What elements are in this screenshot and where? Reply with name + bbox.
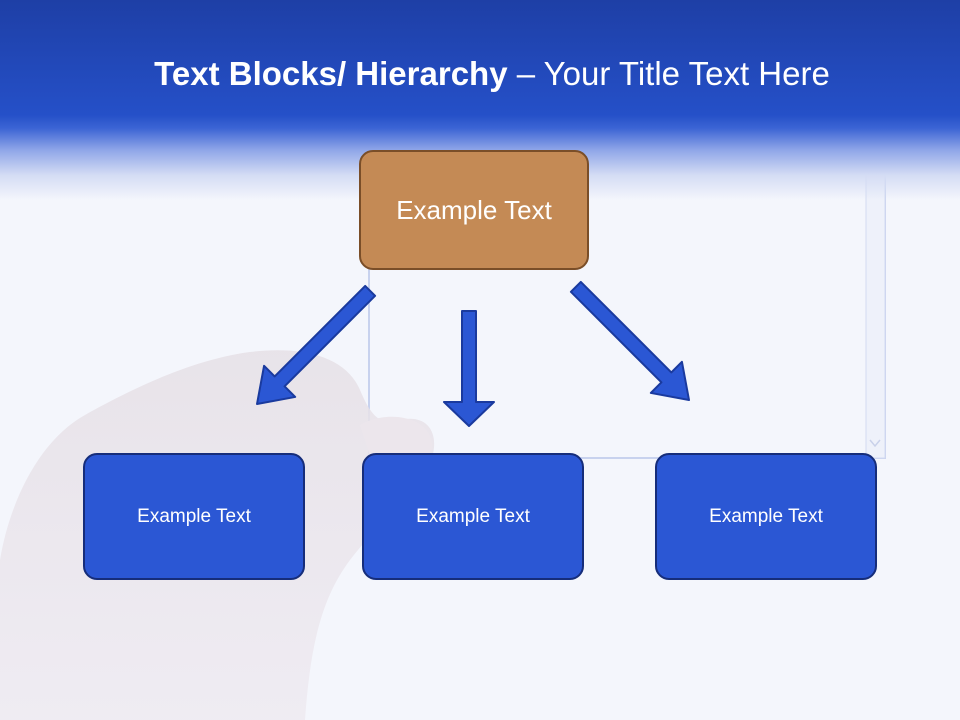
arrow-to-middle-box [443, 310, 495, 427]
child-text-block-middle: Example Text [362, 453, 584, 580]
arrow-to-left-box [256, 284, 377, 405]
child-text-block-label: Example Text [709, 505, 823, 527]
top-text-block: Example Text [359, 150, 589, 270]
arrow-to-right-box [569, 280, 690, 401]
child-text-block-right: Example Text [655, 453, 877, 580]
child-text-block-label: Example Text [137, 505, 251, 527]
child-text-block-label: Example Text [416, 505, 530, 527]
slide-title: Text Blocks/ Hierarchy – Your Title Text… [0, 52, 960, 96]
child-text-block-left: Example Text [83, 453, 305, 580]
top-text-block-label: Example Text [396, 194, 552, 225]
title-rest-text: – Your Title Text Here [507, 55, 830, 92]
title-bold-text: Text Blocks/ Hierarchy [154, 55, 508, 92]
